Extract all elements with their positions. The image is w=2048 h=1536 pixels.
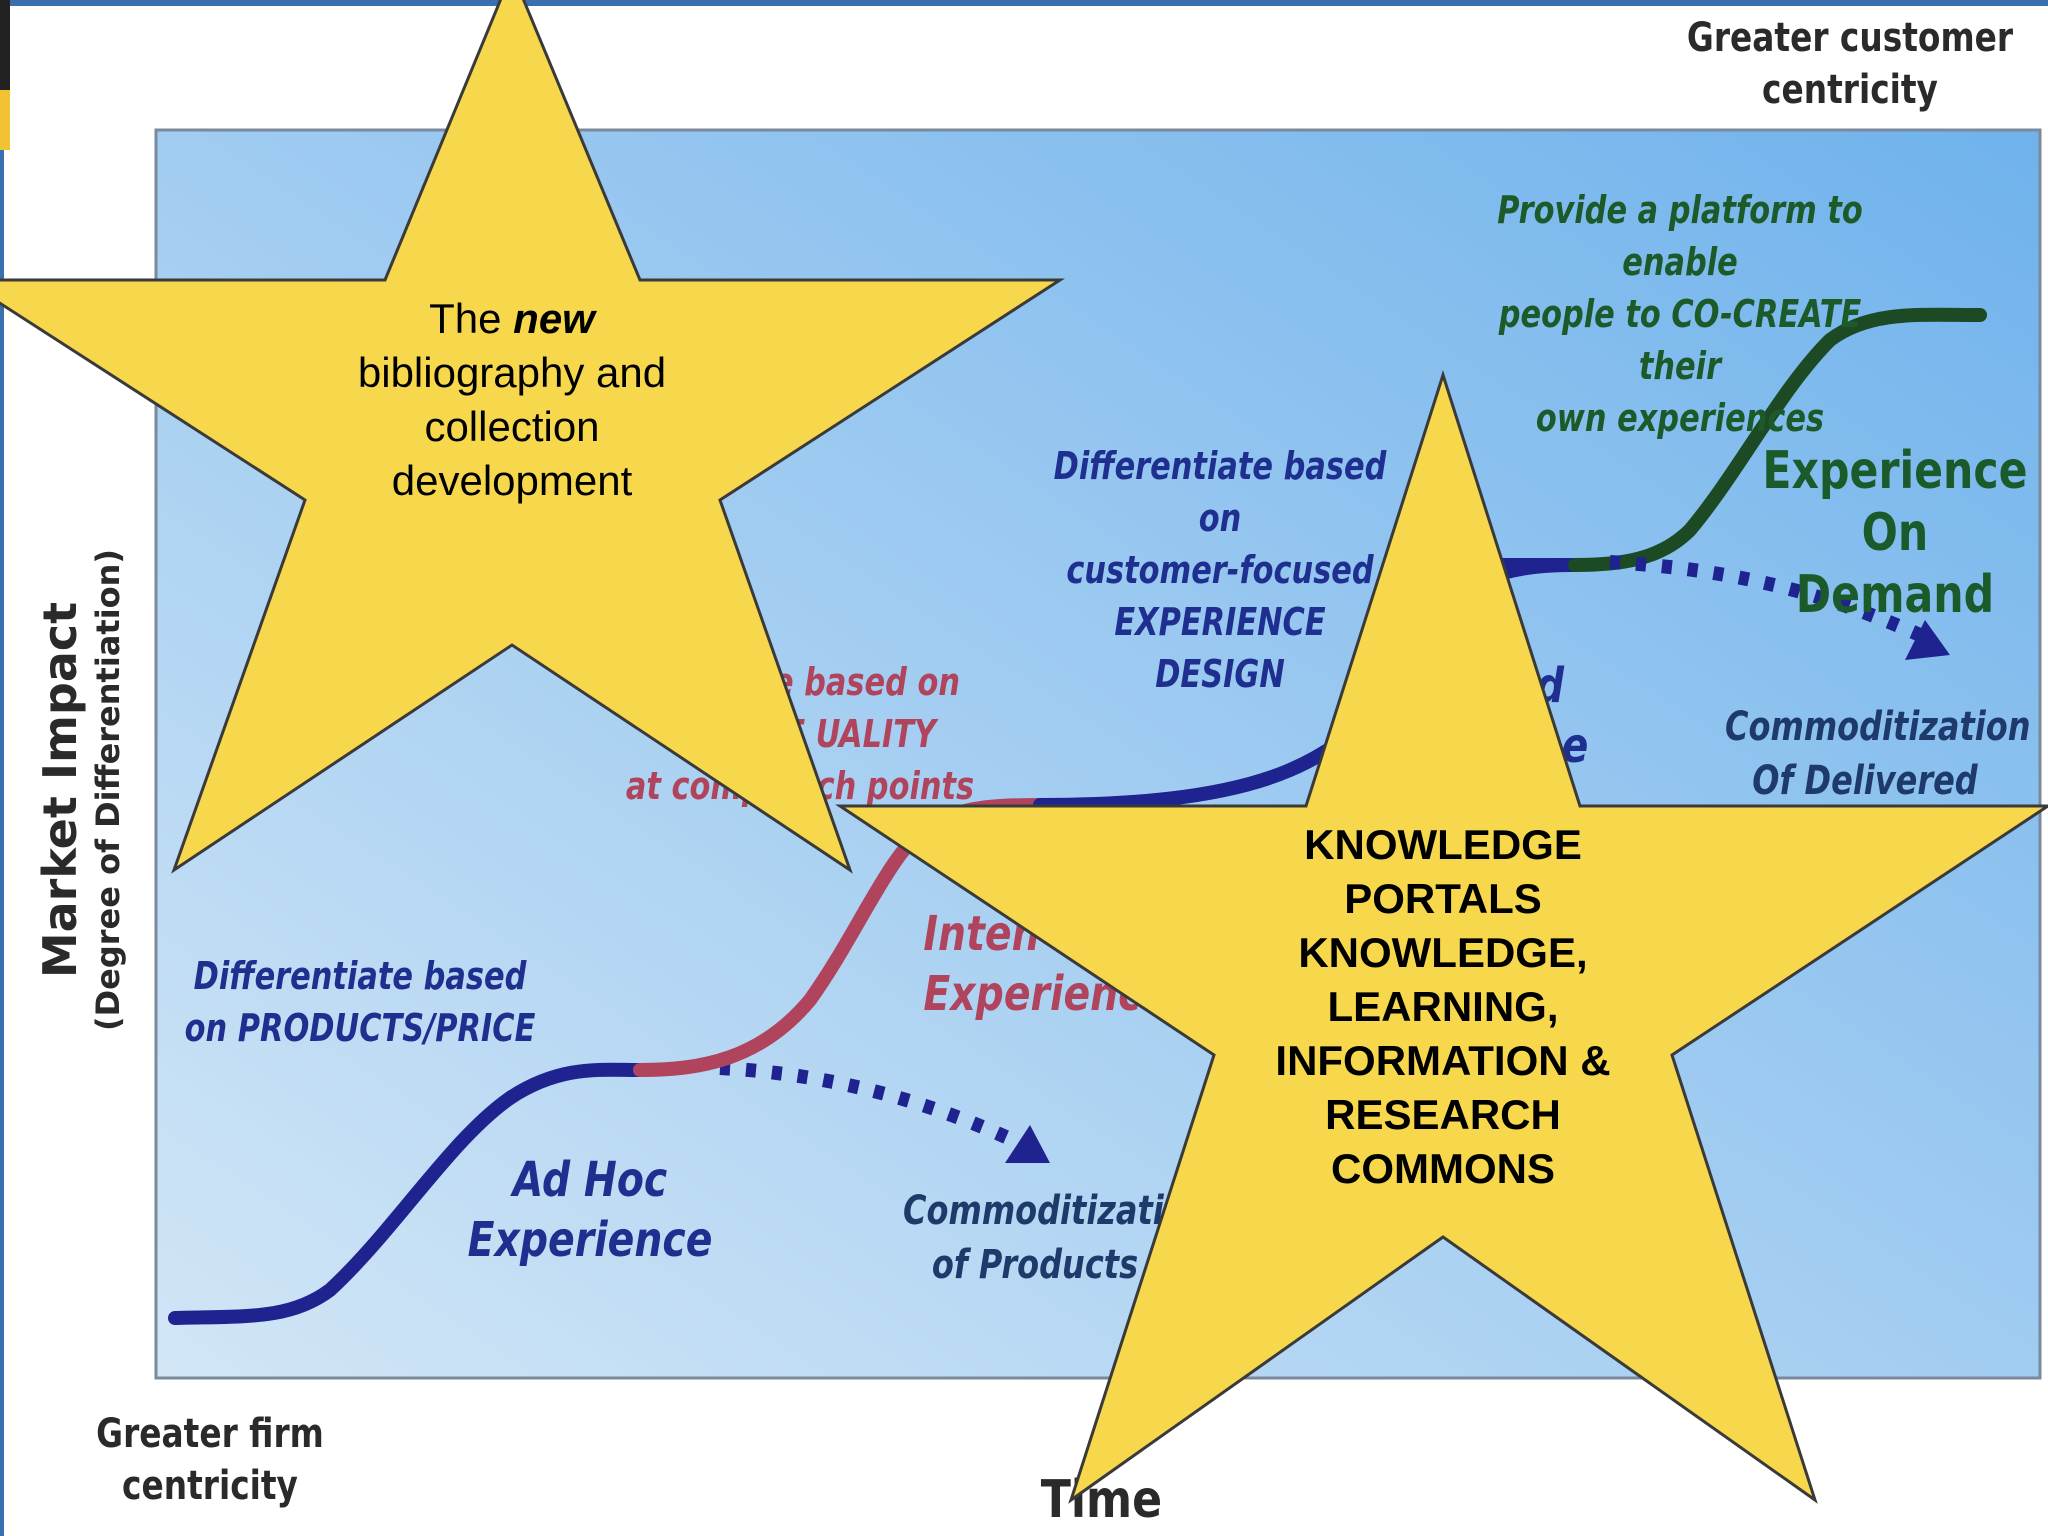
star-right-line: LEARNING, (1327, 983, 1559, 1030)
star-left-prefix: The (429, 295, 514, 342)
star-left-line: collection (424, 403, 600, 450)
on-demand-curve (1568, 307, 1987, 572)
commoditization-line: Commoditizatic (903, 1188, 1183, 1234)
annotation-line: Differentiate based on (1053, 444, 1387, 540)
annotation-co-create: Provide a platform to enable people to C… (1456, 184, 1904, 444)
star-right-line: INFORMATION & (1275, 1037, 1611, 1084)
star-right-line: PORTALS (1344, 875, 1542, 922)
top-right-label-line: centricity (1762, 67, 1938, 113)
ad-hoc-curve (168, 1062, 647, 1325)
star-right-shape (835, 370, 2048, 1504)
star-right-line: KNOWLEDGE (1304, 821, 1582, 868)
annotation-line: EXPERIENCE DESIGN (1114, 600, 1326, 696)
commoditization-line: of Products (931, 1242, 1139, 1288)
annotation-line: Provide a platform to enable (1497, 188, 1863, 284)
commoditization-line: Of Delivered (1752, 758, 1978, 804)
star-right-line: COMMONS (1331, 1145, 1555, 1192)
top-right-label: Greater customer centricity (1678, 12, 2022, 116)
annotation-line: customer-focused (1066, 548, 1374, 592)
stage-line: Experience (467, 1212, 713, 1268)
star-left-emphasis: new (513, 295, 595, 342)
top-right-label-line: Greater customer (1686, 15, 2014, 61)
star-right-text: KNOWLEDGE PORTALS KNOWLEDGE, LEARNING, I… (1193, 818, 1693, 1196)
annotation-line: e based on (772, 660, 960, 704)
star-left-shape (0, 0, 1066, 874)
bottom-left-label-line: centricity (122, 1463, 298, 1509)
commoditization-delivered-arrow (1609, 555, 1923, 642)
commoditization-products-arrow (719, 1061, 1034, 1155)
star-right-line: RESEARCH (1325, 1091, 1561, 1138)
stage-line: On Demand (1795, 503, 1995, 625)
left-edge-line (0, 0, 4, 1536)
commoditization-products-label: Commoditizatic of Products (903, 1184, 1183, 1292)
annotation-line: Differentiate based (193, 954, 527, 998)
star-right-line: KNOWLEDGE, (1298, 929, 1588, 976)
stage-line: Ad Hoc (512, 1152, 668, 1208)
annotation-line: own experiences (1535, 396, 1825, 440)
annotation-line: on PRODUCTS/PRICE (184, 1006, 536, 1050)
photo-fragment (0, 0, 10, 90)
commoditization-delivered-label: Commoditization Of Delivered (1725, 700, 2031, 808)
annotation-line: people to CO-CREATE their (1498, 292, 1862, 388)
photo-fragment-yellow (0, 90, 10, 150)
stage-on-demand: Experience On Demand (1760, 440, 2031, 626)
star-left-line: development (391, 457, 633, 504)
annotation-experience-design: Differentiate based on customer-focused … (1052, 440, 1388, 700)
stage-ad-hoc: Ad Hoc Experience (467, 1150, 713, 1270)
bottom-left-label: Greater firm centricity (87, 1408, 333, 1512)
commoditization-delivered-arrowhead (1905, 620, 1950, 660)
star-left-text: The new bibliography and collection deve… (312, 292, 712, 508)
top-edge-line (0, 0, 2048, 6)
star-left-line-1: The new (312, 292, 712, 346)
annotation-products-price: Differentiate based on PRODUCTS/PRICE (176, 950, 544, 1054)
stage-line: Experience (1762, 441, 2028, 501)
star-left-line: bibliography and (357, 349, 667, 396)
commoditization-products-arrowhead (1005, 1125, 1050, 1163)
commoditization-line: Commoditization (1725, 704, 2031, 750)
bottom-left-label-line: Greater firm (96, 1411, 324, 1457)
